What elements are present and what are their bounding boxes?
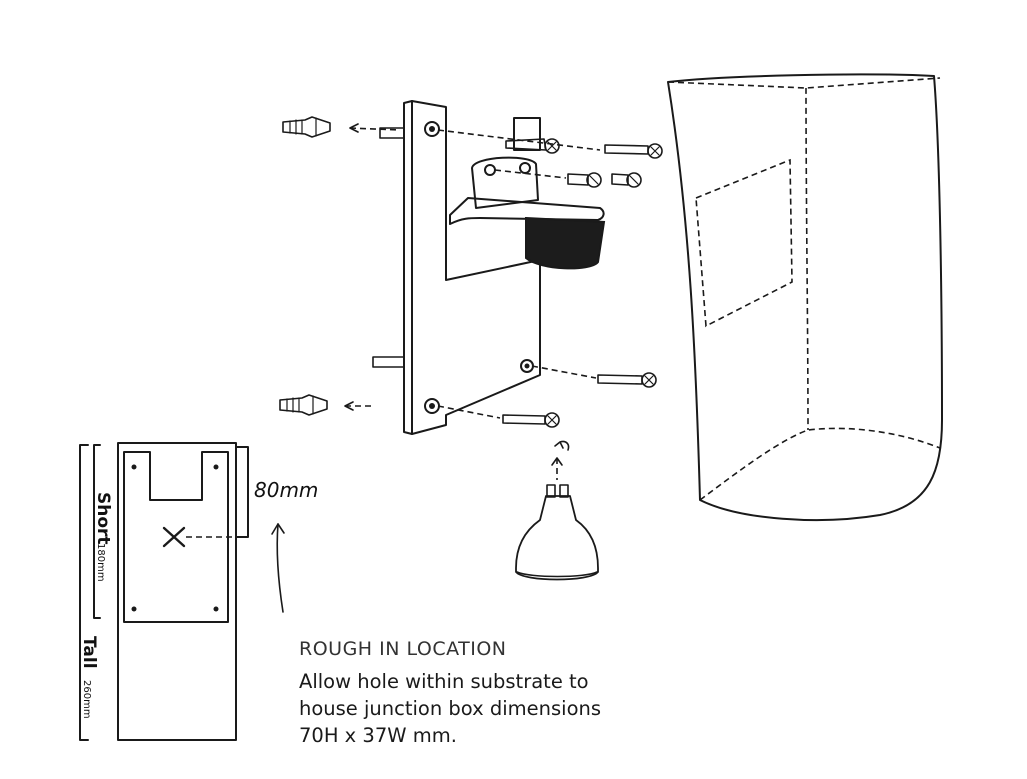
mounting-plate-side — [403, 100, 413, 435]
caption-heading: ROUGH IN LOCATION — [299, 638, 507, 660]
bracket-hole-left — [484, 164, 496, 176]
screw-middle-right — [597, 372, 657, 388]
lamp-holder-socket — [525, 216, 606, 270]
rough-in-caption: ROUGH IN LOCATION Allow hole within subs… — [299, 638, 719, 749]
dimension-80mm-label: 80mm — [254, 478, 318, 502]
screw-icon — [567, 173, 589, 186]
screw-top-right — [604, 143, 663, 159]
gu10-bulb — [515, 440, 599, 581]
gu10-bulb-icon — [515, 495, 599, 581]
assembly-guides — [344, 123, 601, 419]
tall-label: Tall — [79, 636, 99, 669]
short-label: Short — [93, 492, 113, 545]
light-housing-cover — [667, 73, 943, 521]
rotate-arrow-icon — [554, 440, 570, 451]
bracket-screws — [567, 172, 642, 188]
lamp-holder-shelf — [449, 197, 605, 225]
housing-body — [667, 73, 943, 521]
plate-hole-top — [424, 121, 440, 137]
screw-icon — [502, 414, 546, 425]
caption-body: Allow hole within substrate to house jun… — [299, 668, 719, 749]
mounting-bracket — [403, 100, 606, 435]
bracket-hole-right — [519, 162, 531, 174]
screw-icon — [597, 374, 643, 385]
plate-back-plugs — [372, 127, 405, 368]
caption-line: 70H x 37W mm. — [299, 724, 457, 747]
housing-vertical-edge-dashed — [805, 87, 809, 431]
template-backplate — [123, 451, 229, 623]
tall-size-label: 260mm — [81, 680, 92, 719]
cross-mark-icon — [162, 526, 186, 548]
bracket-back-tab — [513, 117, 541, 151]
screw-icon — [604, 144, 649, 155]
housing-window-cutout — [695, 158, 793, 328]
lamp-holder-bracket — [471, 156, 539, 209]
template-outer — [117, 442, 237, 741]
caption-line: house junction box dimensions — [299, 697, 602, 720]
short-size-label: 180mm — [95, 543, 106, 582]
housing-bottom-edge-dashed — [699, 427, 941, 501]
wall-plug-top — [282, 116, 331, 138]
screw-bottom — [502, 412, 560, 428]
wall-plug-bottom — [279, 394, 328, 416]
rough-in-template — [79, 442, 285, 741]
screw-icon — [611, 173, 629, 186]
caption-line: Allow hole within substrate to — [299, 670, 589, 693]
